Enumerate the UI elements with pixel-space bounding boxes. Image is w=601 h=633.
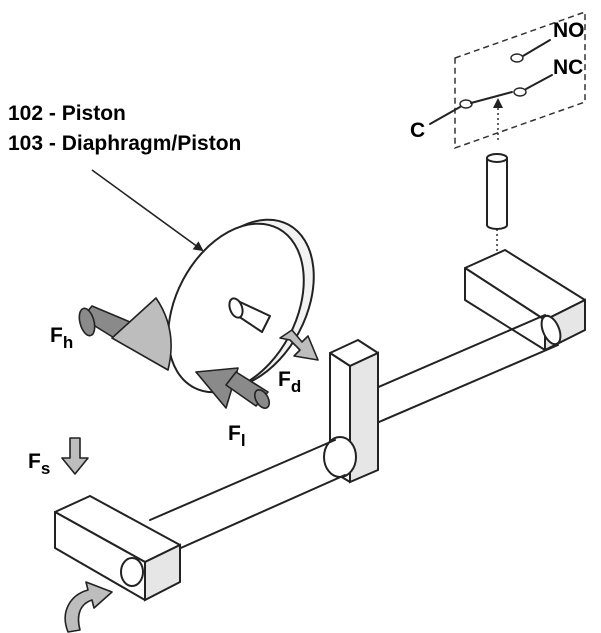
no-lead [522, 39, 551, 57]
piston-label: 102 - Piston [8, 102, 126, 125]
force-arrow-icon [61, 437, 89, 475]
leader-line [91, 169, 204, 252]
drag-force-arrow [279, 329, 319, 361]
switch-assembly [429, 10, 586, 262]
force-l-base: F [228, 422, 241, 445]
hydraulic-shaft-end [78, 307, 96, 337]
force-d-label: Fd [278, 368, 301, 396]
force-l-label: Fl [228, 422, 246, 450]
force-d-sub: d [291, 377, 301, 396]
common-contact [459, 99, 473, 109]
pivot-block [323, 339, 379, 484]
force-s-sub: s [41, 459, 50, 478]
force-h-base: F [50, 324, 63, 347]
diaphragm-piston-label: 103 - Diaphragm/Piston [8, 132, 241, 155]
no-label: NO [553, 19, 585, 42]
low-pressure-shaft-end [253, 389, 271, 409]
common-lead [429, 106, 461, 125]
upper-shaft-top [359, 314, 546, 396]
plunger-rod-top [486, 153, 508, 163]
nc-lead [525, 74, 553, 90]
switch-blade [470, 91, 513, 104]
lower-shaft-bottom [164, 474, 346, 556]
plunger-rod [486, 158, 508, 230]
lower-shaft [149, 439, 346, 556]
nc-contact [513, 87, 527, 97]
force-d-base: F [278, 368, 291, 391]
piston-assembly [78, 218, 319, 409]
force-h-label: Fh [50, 324, 73, 352]
rotation-arrow-icon [64, 581, 113, 633]
nc-label: NC [553, 56, 583, 79]
left-block-side [144, 543, 181, 602]
common-label: C [410, 119, 425, 142]
force-s-label: Fs [28, 450, 50, 478]
piston-boss-end [228, 297, 244, 319]
right-arm-block [464, 249, 586, 352]
upper-shaft-bottom [371, 344, 559, 426]
lower-shaft-top [149, 439, 336, 521]
left-lever-block [54, 495, 181, 602]
left-block-bore [120, 557, 144, 587]
force-h-sub: h [63, 333, 73, 352]
switch-housing-outline [454, 10, 586, 150]
no-contact [510, 53, 524, 63]
upper-shaft [359, 314, 562, 426]
upper-shaft-end [540, 314, 562, 346]
force-s-base: F [28, 450, 41, 473]
force-l-sub: l [241, 431, 246, 450]
high-pressure-cone [111, 297, 172, 371]
